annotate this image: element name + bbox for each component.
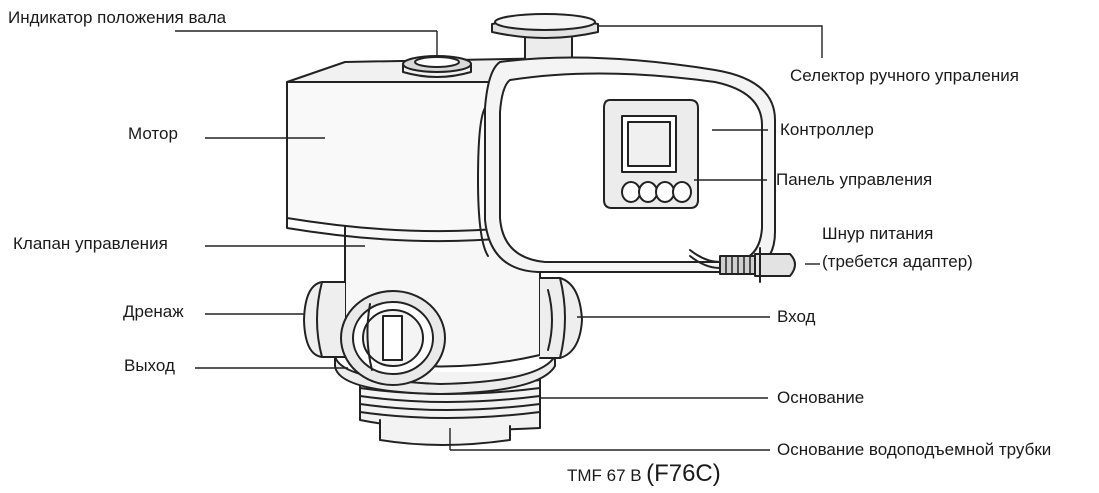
label-inlet: Вход — [777, 307, 816, 326]
drain-port — [303, 281, 346, 358]
leader-manual-selector — [598, 25, 823, 58]
label-drain: Дренаж — [123, 302, 184, 321]
label-power-cord-line2: (требется адаптер) — [822, 252, 973, 271]
model-code: (F76C) — [646, 460, 721, 487]
leader-lines — [175, 25, 823, 451]
inlet-port — [539, 277, 583, 359]
label-motor: Мотор — [128, 124, 178, 143]
power-cord — [689, 247, 796, 283]
manual-selector-knob — [491, 13, 599, 65]
label-control-valve: Клапан управления — [13, 234, 168, 253]
label-base: Основание — [777, 388, 865, 407]
shaft-position-indicator — [402, 55, 472, 78]
model-name: TMF 67 B — [567, 466, 642, 485]
label-power-cord-line1: Шнур питания — [822, 224, 934, 243]
label-manual-selector: Селектор ручного упраления — [790, 66, 1019, 85]
label-controller: Контроллер — [780, 120, 874, 139]
label-riser-base: Основание водоподъемной трубки — [777, 440, 1052, 459]
control-panel — [603, 99, 699, 209]
label-control-panel: Панель управления — [776, 170, 933, 189]
label-outlet: Выход — [124, 356, 175, 375]
motor-housing — [286, 57, 561, 243]
model-caption: TMF 67 B (F76C) — [567, 460, 721, 488]
outlet-port — [340, 290, 446, 386]
label-shaft-indicator: Индикатор положения вала — [8, 8, 227, 27]
